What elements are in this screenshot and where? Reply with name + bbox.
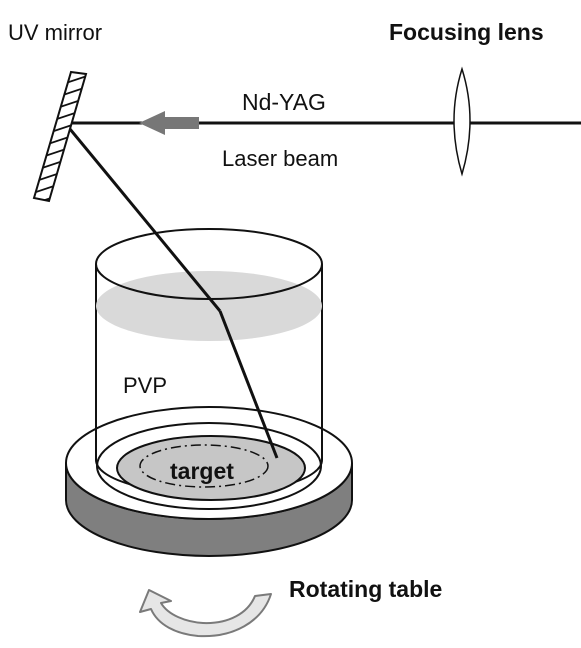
hatched-mirror-icon — [32, 70, 88, 203]
laser-beam-label: Laser beam — [222, 146, 339, 171]
left-arrow-icon — [139, 111, 199, 135]
biconvex-lens-icon — [453, 66, 471, 177]
nd-yag-label: Nd-YAG — [242, 89, 326, 115]
focusing-lens-label: Focusing lens — [389, 19, 544, 45]
beam-down-from-mirror — [63, 122, 222, 312]
beam-refracted-in-liquid — [218, 310, 279, 459]
target-ablation-track — [139, 444, 269, 488]
curved-rotate-arrow-icon — [139, 589, 272, 638]
rotating-table-label: Rotating table — [289, 576, 443, 602]
target-disk — [116, 435, 306, 501]
target-label: target — [170, 458, 234, 484]
pvp-label: PVP — [123, 373, 168, 398]
pvp-liquid-surface — [96, 271, 322, 341]
uv-mirror-label: UV mirror — [8, 20, 103, 45]
target-disk-surface — [116, 435, 306, 501]
